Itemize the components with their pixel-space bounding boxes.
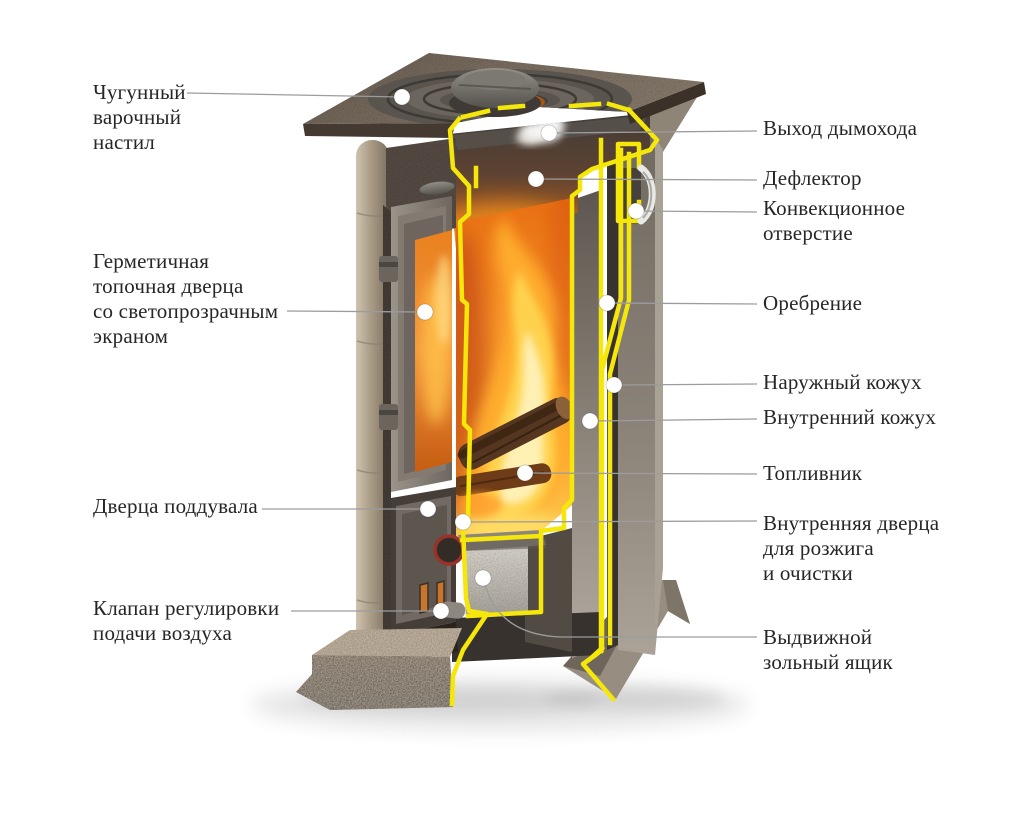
stove-left-foot	[296, 628, 462, 710]
label-air-valve: Клапан регулировки подачи воздуха	[93, 596, 280, 645]
label-firebox: Топливник	[763, 461, 863, 485]
label-fire-door: Герметичная топочная дверца со светопроз…	[93, 249, 279, 348]
label-finning: Оребрение	[763, 291, 863, 315]
marker-fire-door	[416, 303, 434, 321]
marker-outer-casing	[605, 376, 623, 394]
label-outer-casing: Наружный кожух	[763, 370, 922, 394]
marker-firebox	[516, 464, 534, 482]
marker-ash-drawer	[474, 569, 492, 587]
callout-markers	[393, 88, 645, 620]
label-inner-door: Внутренняя дверца для розжига и очистки	[763, 511, 940, 585]
label-chimney-outlet: Выход дымохода	[763, 116, 918, 140]
marker-convection-opening	[627, 202, 645, 220]
marker-chimney-outlet	[540, 124, 558, 142]
label-convection-opening: Конвекционное отверстие	[763, 196, 906, 245]
marker-finning	[598, 294, 616, 312]
marker-inner-door	[454, 513, 472, 531]
marker-blower-door	[419, 500, 437, 518]
label-ash-drawer: Выдвижной зольный ящик	[763, 625, 893, 674]
marker-cooking-plate	[393, 88, 411, 106]
leader-lines	[186, 92, 758, 638]
convection-handle	[637, 164, 656, 225]
plate-dome-lid	[449, 68, 541, 117]
label-blower-door: Дверца поддувала	[93, 494, 258, 518]
marker-air-valve	[432, 602, 450, 620]
marker-inner-casing	[581, 412, 599, 430]
stove-front	[379, 138, 466, 664]
firebox-fire	[456, 198, 572, 552]
label-inner-casing: Внутренний кожух	[763, 405, 937, 429]
cutaway-outline	[447, 101, 660, 707]
label-cooking-plate: Чугунный варочный настил	[93, 80, 186, 154]
marker-deflector	[527, 170, 545, 188]
label-deflector: Дефлектор	[763, 166, 862, 190]
